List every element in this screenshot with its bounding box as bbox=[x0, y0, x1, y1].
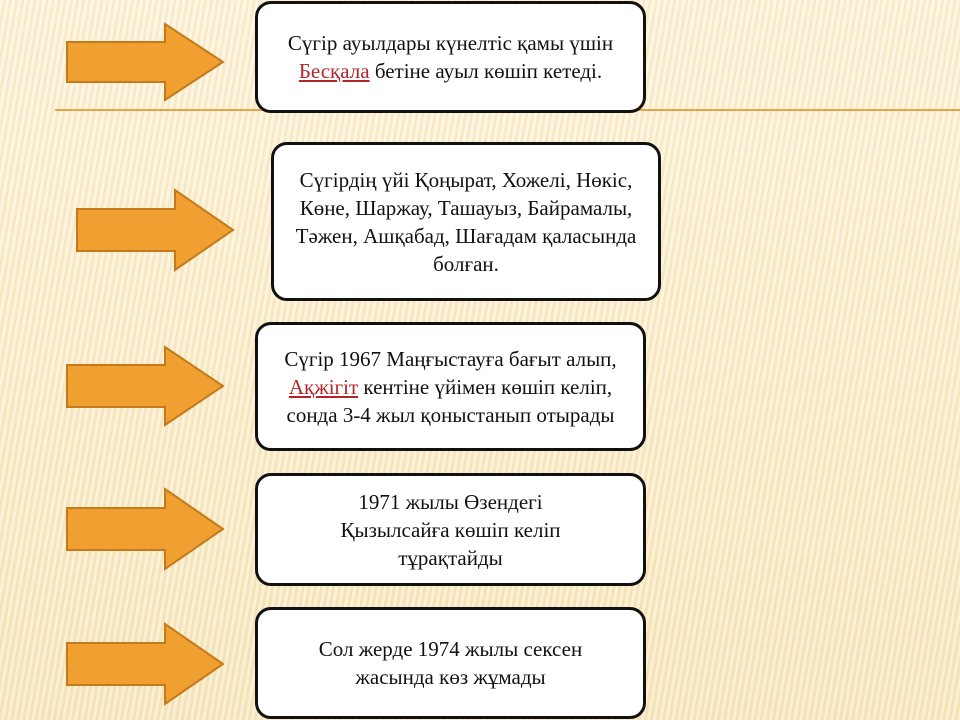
text-box-2: Сүгірдің үйі Қоңырат, Хожелі, Нөкіс, Көн… bbox=[271, 142, 661, 301]
box-text: Сүгір ауылдары күнелтіс қамы үшін Бесқал… bbox=[287, 31, 614, 83]
text-box-1: Сүгір ауылдары күнелтіс қамы үшін Бесқал… bbox=[255, 1, 646, 113]
box-text: Сүгір 1967 Маңғыстауға бағыт алып, Ақжіг… bbox=[284, 346, 617, 427]
box-text: Сүгірдің үйі Қоңырат, Хожелі, Нөкіс, Көн… bbox=[295, 167, 637, 276]
text-box-5: Сол жерде 1974 жылы сексен жасында көз ж… bbox=[255, 607, 646, 719]
right-arrow-icon bbox=[66, 345, 225, 427]
link-beskala[interactable]: Бесқала bbox=[298, 59, 370, 83]
link-akzhigit[interactable]: Ақжігіт bbox=[288, 374, 359, 399]
right-arrow-icon bbox=[76, 188, 235, 272]
box-text: Сол жерде 1974 жылы сексен жасында көз ж… bbox=[318, 637, 583, 689]
text-box-3: Сүгір 1967 Маңғыстауға бағыт алып, Ақжіг… bbox=[255, 322, 646, 451]
text-box-4: 1971 жылы Өзендегі Қызылсайға көшіп келі… bbox=[255, 473, 646, 586]
right-arrow-icon bbox=[66, 487, 225, 571]
right-arrow-icon bbox=[66, 22, 225, 102]
box-text: 1971 жылы Өзендегі Қызылсайға көшіп келі… bbox=[340, 489, 561, 570]
right-arrow-icon bbox=[66, 622, 225, 706]
